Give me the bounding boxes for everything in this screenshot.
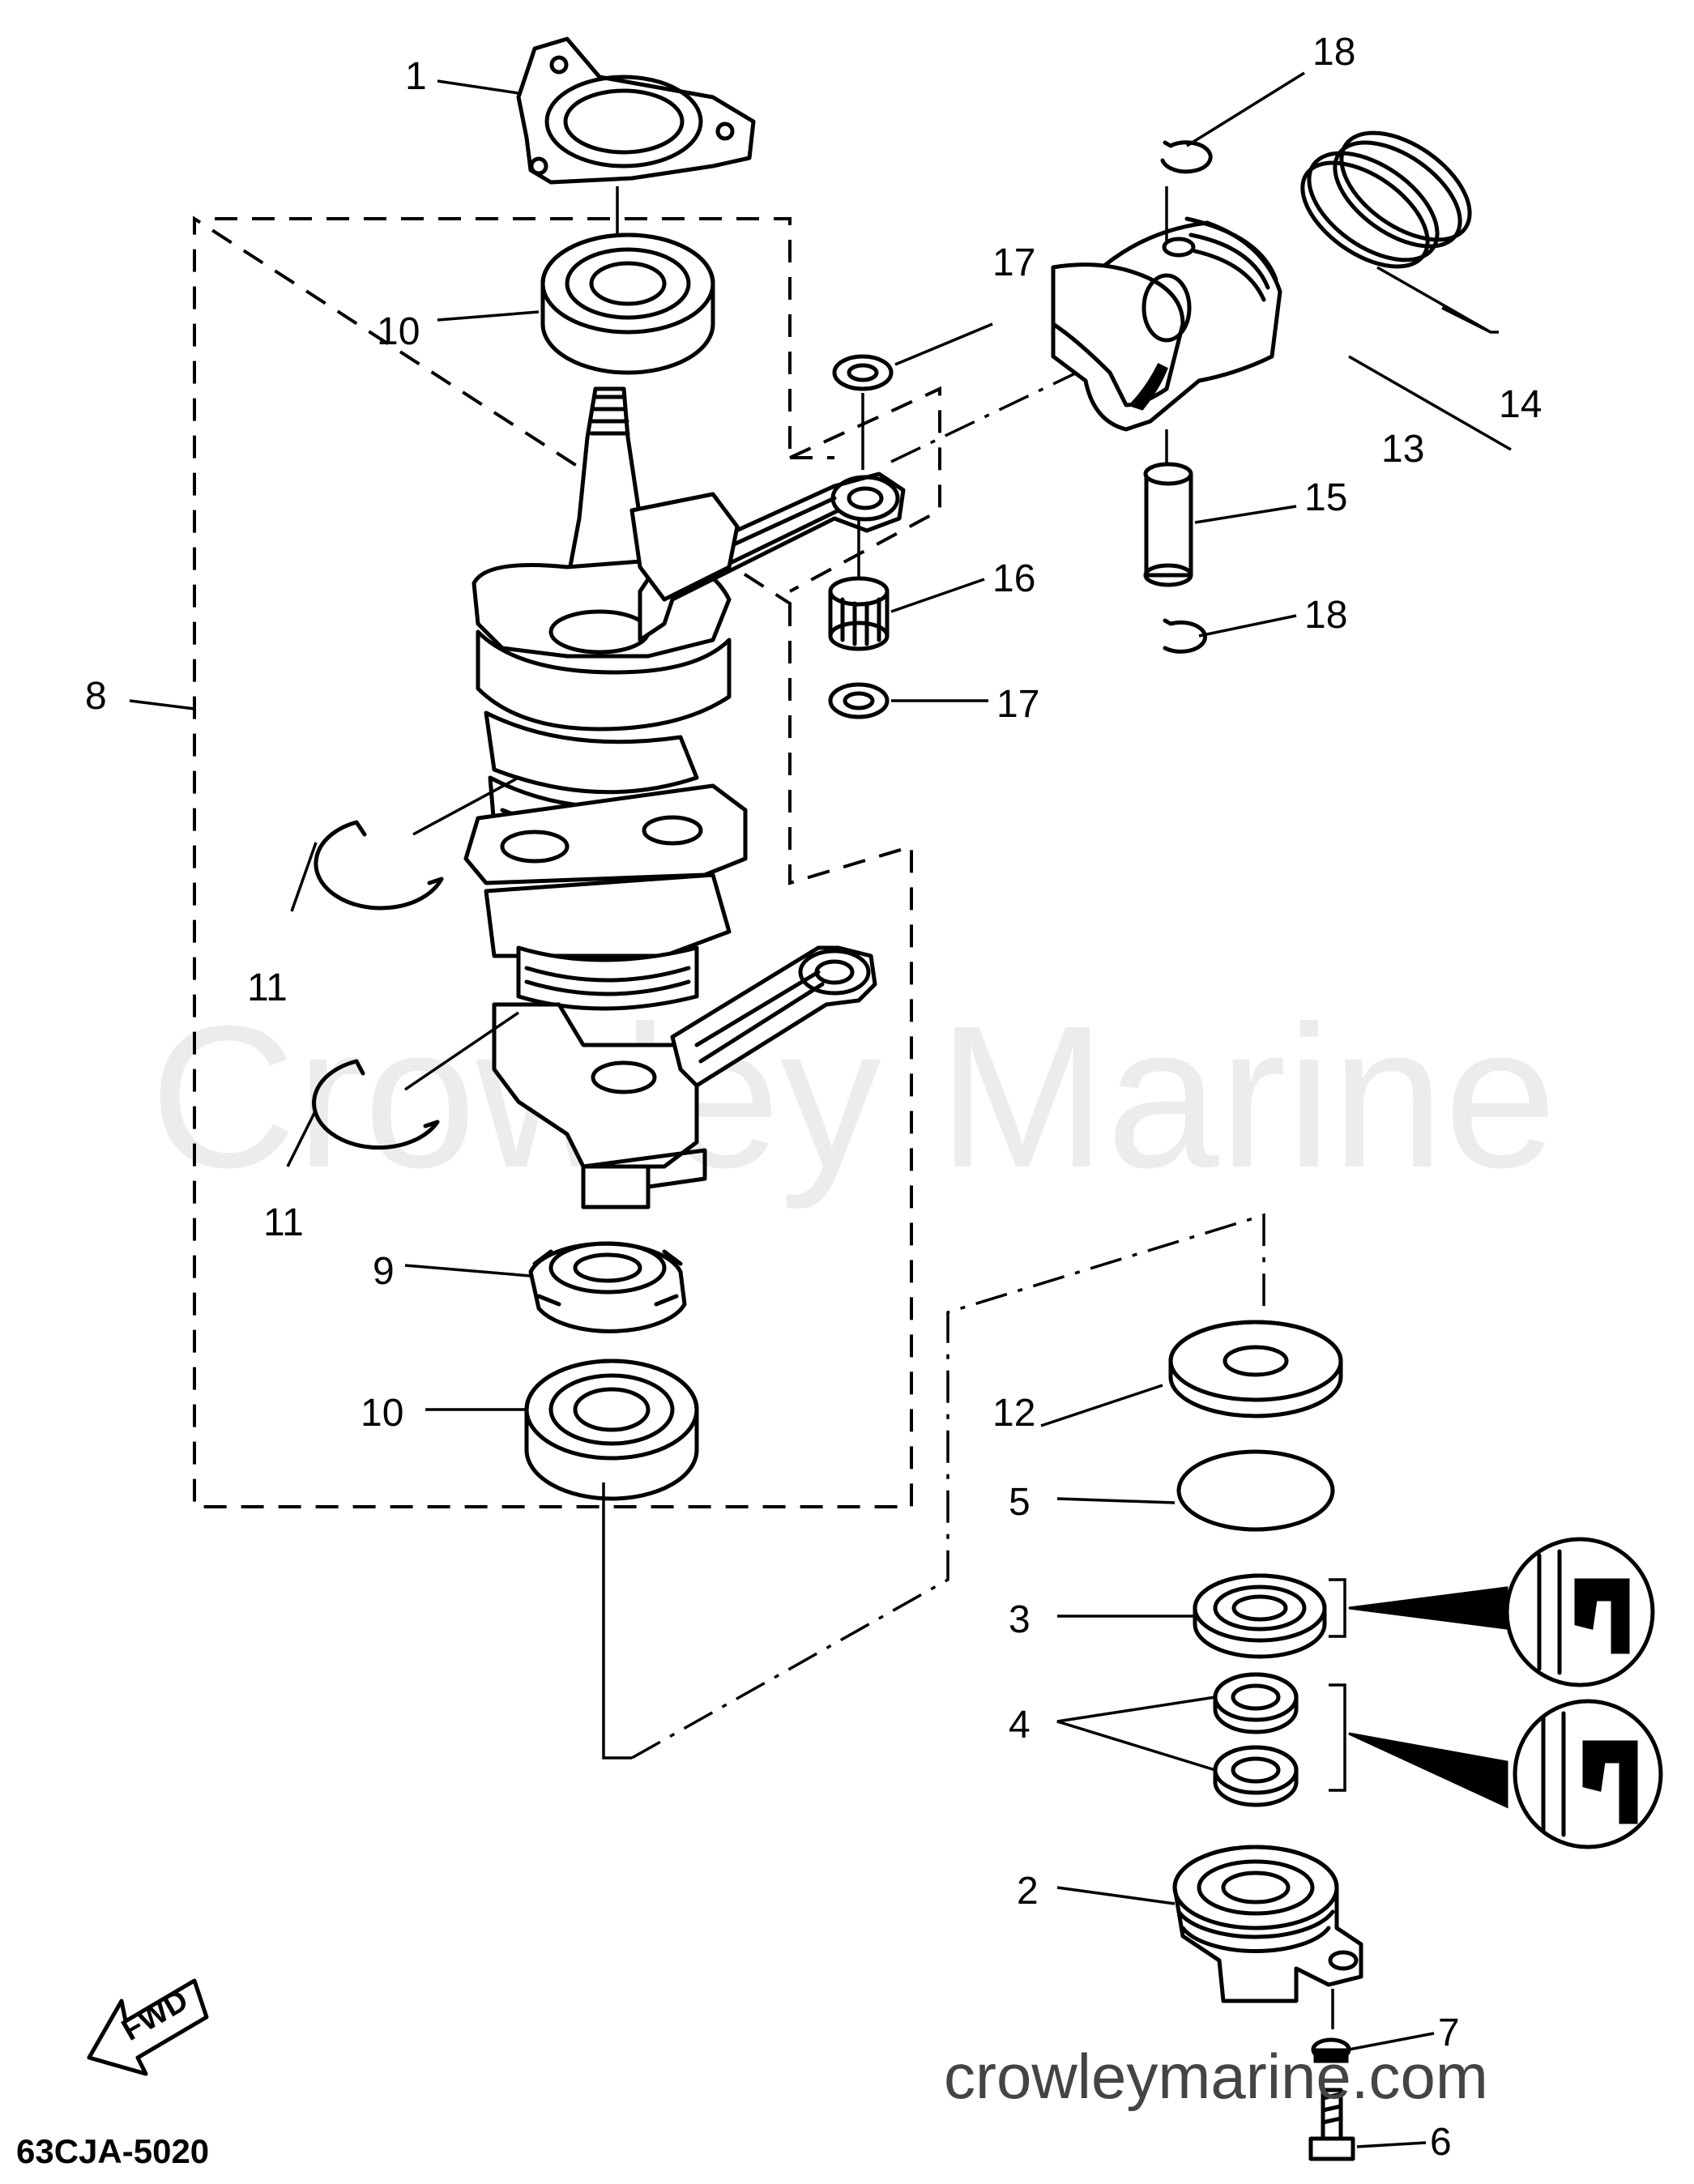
- piston-pin: [1143, 462, 1193, 587]
- callout-11-lower: 11: [263, 1201, 304, 1244]
- conrod-upper-bracket: [789, 386, 941, 593]
- upper-connecting-rod: [629, 471, 906, 642]
- piston: [1051, 216, 1282, 432]
- callout-2: 2: [1017, 1870, 1039, 1913]
- piston-rings: [1300, 130, 1472, 269]
- seal-3-pointer: [1348, 1586, 1508, 1630]
- callout-16: 16: [992, 557, 1035, 600]
- thrust-washer-lower: [828, 682, 890, 719]
- oil-seal-small-upper: [1213, 1672, 1299, 1734]
- seal-4-detail-view: [1513, 1699, 1663, 1849]
- callout-17-lower: 17: [996, 683, 1039, 726]
- callout-12: 12: [992, 1392, 1035, 1435]
- callout-10-lower: 10: [361, 1392, 403, 1435]
- bearing-housing-plate: [516, 36, 756, 185]
- callout-18-lower: 18: [1304, 594, 1347, 637]
- watermark-text: Crowley Marine: [150, 983, 1557, 1209]
- callout-1: 1: [405, 55, 427, 98]
- callout-14: 14: [1499, 383, 1542, 426]
- crankshaft: [463, 386, 748, 1209]
- callout-11-upper: 11: [247, 966, 288, 1009]
- bolt-6: [1308, 2088, 1355, 2161]
- thrust-washer-upper: [832, 354, 894, 391]
- thrust-plate: [1168, 1320, 1343, 1418]
- callout-13: 13: [1381, 428, 1424, 471]
- oil-seal-small-lower: [1213, 1745, 1299, 1807]
- piston-centerline: [890, 363, 1094, 463]
- needle-bearing: [828, 576, 890, 651]
- bottom-bracket-line: [602, 1482, 632, 1760]
- callout-6: 6: [1430, 2121, 1452, 2164]
- assembly-centerline: [631, 1213, 1265, 1760]
- seal-4-pointer: [1348, 1732, 1508, 1809]
- labyrinth-seal-ring: [528, 1241, 687, 1333]
- forward-direction-arrow: FWD: [87, 1978, 209, 2076]
- callout-9: 9: [373, 1250, 395, 1293]
- lower-connecting-rod: [670, 945, 877, 1088]
- piston-pin-clip-lower: [1163, 618, 1207, 654]
- callout-7: 7: [1438, 2011, 1460, 2054]
- upper-ball-bearing: [540, 232, 715, 375]
- callout-17-upper: 17: [992, 241, 1035, 284]
- crankshaft-assembly-boundary: [193, 215, 913, 1508]
- seal-3-detail-view: [1504, 1537, 1655, 1687]
- retaining-ring-lower: [312, 1059, 440, 1150]
- callout-5: 5: [1009, 1481, 1030, 1524]
- lower-bearing-housing: [1172, 1845, 1363, 2003]
- callout-18-upper: 18: [1312, 31, 1355, 74]
- callout-8: 8: [85, 675, 107, 718]
- lower-ball-bearing: [524, 1359, 699, 1501]
- oil-seal-large: [1193, 1573, 1327, 1659]
- callout-4: 4: [1009, 1704, 1030, 1747]
- callout-15: 15: [1304, 476, 1347, 519]
- callout-3: 3: [1009, 1598, 1030, 1641]
- seal-4-bracket: [1329, 1683, 1346, 1792]
- o-ring: [1176, 1449, 1335, 1532]
- website-watermark: crowleymarine.com: [944, 2041, 1488, 2112]
- callout-10-upper: 10: [377, 310, 420, 353]
- piston-pin-clip-upper: [1160, 140, 1213, 174]
- seal-3-bracket: [1329, 1578, 1346, 1638]
- diagram-code: 63CJA-5020: [16, 2132, 209, 2170]
- retaining-ring-upper: [314, 820, 444, 911]
